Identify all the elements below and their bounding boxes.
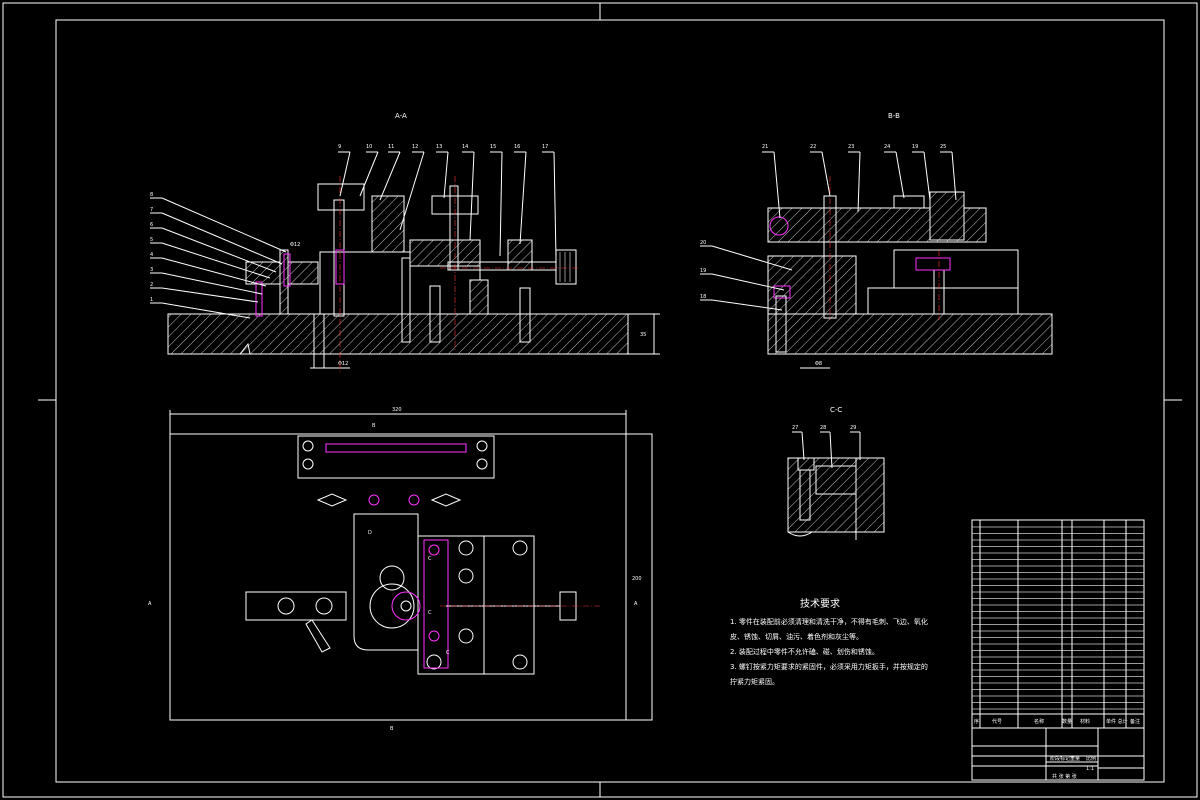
tb-sheet: 共 张 第 张	[1052, 773, 1077, 780]
tb-ratio: 比例	[1086, 755, 1096, 762]
leader-label-c: 27	[792, 425, 798, 431]
leader-label-left: 8	[150, 192, 153, 198]
leader-group-left-a: 8 7 6 5 4 3 2 1	[150, 192, 287, 319]
tb-scale: 1:1	[1086, 766, 1094, 772]
leader-label-top-a: 14	[462, 144, 468, 150]
leader-label-top-a: 15	[490, 144, 496, 150]
tech-title: 技术要求	[800, 597, 840, 610]
col-qty: 数量	[1062, 718, 1072, 725]
svg-text:A: A	[148, 601, 152, 607]
svg-text:C: C	[428, 556, 432, 562]
leader-label-top-b: 23	[848, 144, 854, 150]
leader-label-left-b: 18	[700, 294, 706, 300]
leader-label-left: 2	[150, 282, 153, 288]
leader-label-c: 28	[820, 425, 826, 431]
leader-label-left-b: 19	[700, 268, 706, 274]
leader-label-left: 3	[150, 267, 153, 273]
leader-label-left: 5	[150, 237, 153, 243]
dim-height-a: 35	[640, 332, 646, 338]
tb-weight: 重量	[1070, 755, 1080, 762]
svg-text:B: B	[372, 423, 376, 429]
leader-label-top-b: 24	[884, 144, 890, 150]
leader-group-c: 27 28 29	[792, 425, 861, 469]
tech-requirements: 技术要求 1. 零件在装配前必须清理和清洗干净，不得有毛刺、飞边、氧化皮、锈蚀、…	[730, 597, 928, 686]
leader-group-top-a: 9 10 11 12 13 14 15 16 17	[338, 144, 557, 259]
section-view-c-c: C-C	[787, 406, 885, 540]
svg-text:C: C	[446, 650, 450, 656]
leader-label-top-a: 10	[366, 144, 372, 150]
section-label-b-b: B-B	[888, 112, 900, 120]
dim-dia-a: Φ12	[338, 361, 348, 367]
title-block: 阶段标记 重量 比例 1:1 共 张 第 张	[971, 727, 1145, 781]
leader-label-left: 7	[150, 207, 153, 213]
section-label-c-c: C-C	[830, 406, 842, 414]
leader-label-top-b: 22	[810, 144, 816, 150]
leader-label-left: 4	[150, 252, 153, 258]
leader-group-top-b: 21 22 23 24 19 25	[762, 144, 957, 219]
svg-text:B: B	[390, 726, 394, 732]
leader-label-top-a: 9	[338, 144, 341, 150]
section-view-a-a: A-A 35 Φ12 Φ12	[167, 112, 660, 372]
leader-label-left-b: 20	[700, 240, 706, 246]
section-view-b-b: B-B Φ8	[767, 112, 1053, 369]
parts-list: 序 代号 名称 数量 材料 单件 总计 备注	[971, 519, 1145, 729]
col-mass: 单件 总计	[1106, 718, 1128, 725]
leader-label-left: 6	[150, 222, 153, 228]
svg-text:C: C	[428, 610, 432, 616]
leader-label-top-a: 12	[412, 144, 418, 150]
tb-stage: 阶段标记	[1050, 755, 1070, 762]
plan-view: 320 200 A A B	[148, 407, 653, 732]
dim-dia-b: Φ8	[815, 361, 822, 367]
col-code: 代号	[992, 718, 1002, 725]
leader-label-top-b: 25	[940, 144, 946, 150]
leader-label-top-b: 21	[762, 144, 768, 150]
leader-label-top-a: 11	[388, 144, 394, 150]
tech-note-line: 拧紧力矩紧固。	[730, 677, 779, 686]
tech-note-line: 皮、锈蚀、切屑、油污、着色剂和灰尘等。	[730, 632, 863, 641]
section-label-a-a: A-A	[395, 112, 407, 120]
tech-note-line: 1. 零件在装配前必须清理和清洗干净，不得有毛刺、飞边、氧化	[730, 617, 928, 626]
leader-label-top-a: 17	[542, 144, 548, 150]
svg-text:A: A	[634, 601, 638, 607]
leader-label-top-b: 19	[912, 144, 918, 150]
leader-label-top-a: 16	[514, 144, 520, 150]
leader-label-c: 29	[850, 425, 856, 431]
dim-width-plan: 320	[392, 407, 402, 413]
col-seq: 序	[974, 718, 979, 725]
col-name: 名称	[1034, 718, 1044, 725]
leader-group-left-b: 20 19 18	[700, 240, 793, 311]
dim-height-plan: 200	[632, 576, 642, 582]
leader-label-left: 1	[150, 297, 153, 303]
tech-note-line: 3. 螺钉按紧力矩要求的紧固件，必须采用力矩扳手，并按规定的	[730, 662, 928, 671]
leader-label-top-a: 13	[436, 144, 442, 150]
col-material: 材料	[1080, 718, 1090, 725]
col-note: 备注	[1130, 718, 1140, 725]
svg-text:D: D	[368, 530, 372, 536]
tech-note-line: 2. 装配过程中零件不允许磕、碰、划伤和锈蚀。	[730, 647, 879, 656]
dim-dia-a2: Φ12	[290, 242, 300, 248]
